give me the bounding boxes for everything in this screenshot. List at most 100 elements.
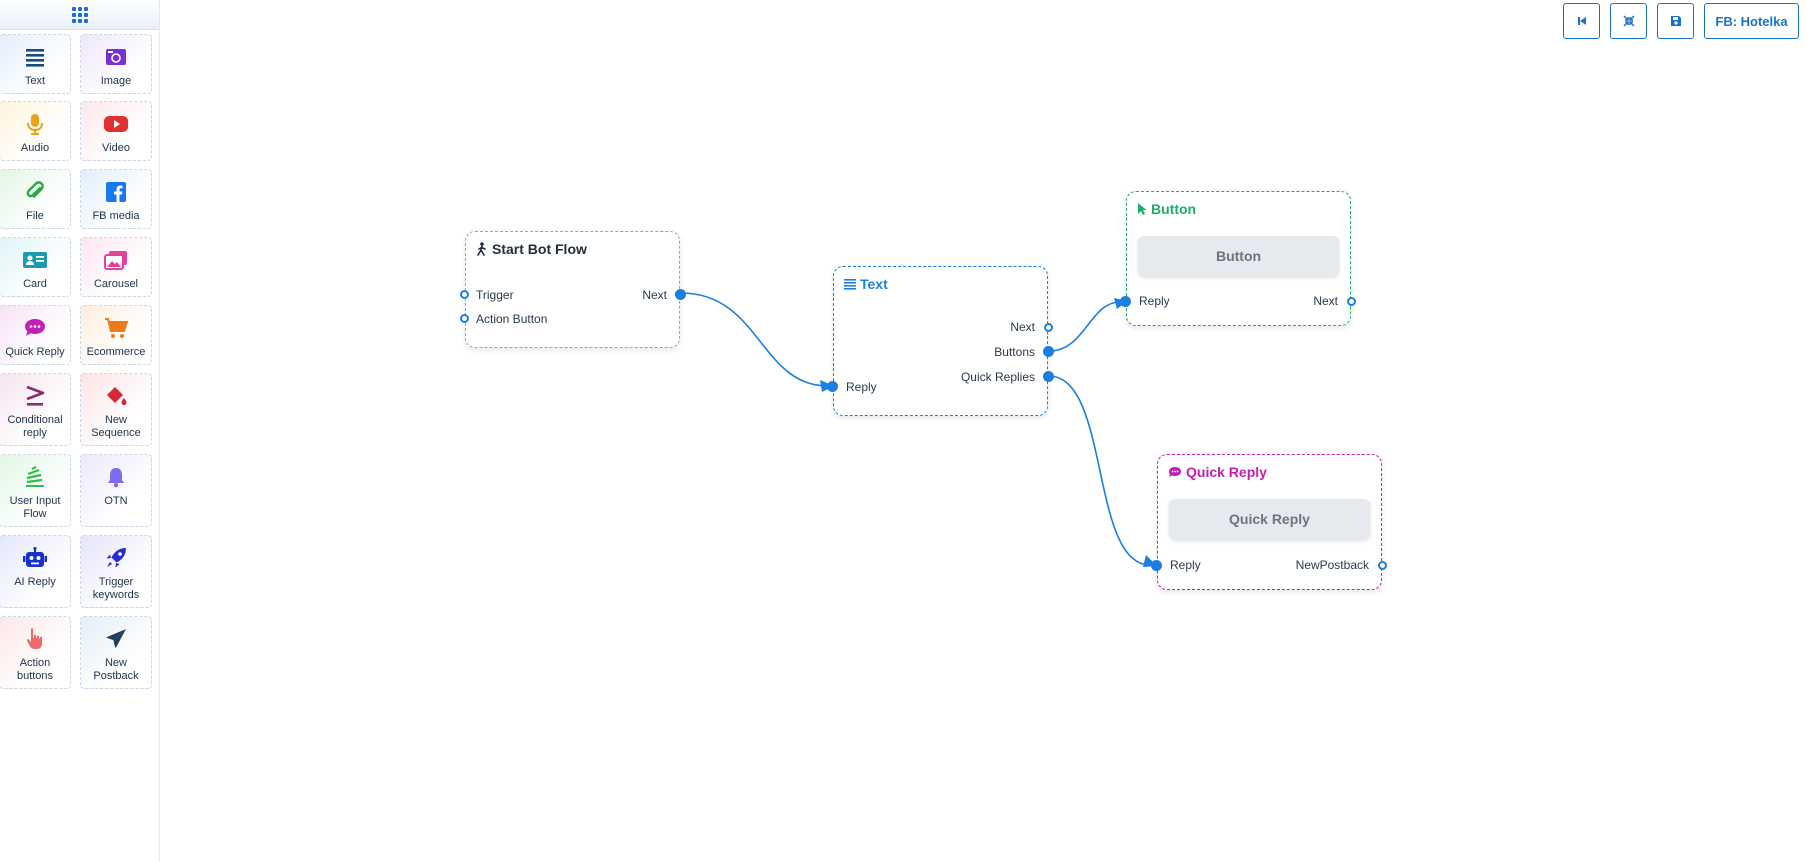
start-node-title-text: Start Bot Flow bbox=[492, 241, 587, 257]
sidebar-item-image[interactable]: Image bbox=[80, 34, 152, 94]
sidebar-item-audio[interactable]: Audio bbox=[0, 101, 71, 161]
action-button-port-label: Action Button bbox=[476, 312, 548, 326]
button-reply-input-port[interactable] bbox=[1120, 296, 1131, 307]
start-bot-flow-node[interactable]: Start Bot Flow Trigger Action Button Nex… bbox=[460, 231, 686, 348]
quick-reply-reply-input-port[interactable] bbox=[1151, 560, 1162, 571]
text-quick-replies-output-port[interactable] bbox=[1043, 371, 1054, 382]
button-reply-port-label: Reply bbox=[1139, 294, 1170, 308]
rocket-icon bbox=[105, 546, 127, 570]
trigger-input-port[interactable] bbox=[460, 290, 469, 299]
start-next-output-port[interactable] bbox=[675, 289, 686, 300]
sidebar-item-ecommerce[interactable]: Ecommerce bbox=[80, 305, 152, 365]
start-node-title: Start Bot Flow bbox=[476, 241, 587, 257]
sidebar-item-card[interactable]: Card bbox=[0, 237, 71, 297]
reset-button[interactable] bbox=[1563, 3, 1600, 39]
button-node[interactable]: Button Button Reply Next bbox=[1120, 191, 1356, 326]
sidebar-item-conditional-reply[interactable]: Conditional reply bbox=[0, 373, 71, 446]
connection-text-to-button[interactable] bbox=[1048, 301, 1121, 352]
id-card-icon bbox=[23, 248, 47, 272]
sidebar-item-label: Quick Reply bbox=[5, 346, 65, 358]
bell-icon bbox=[106, 465, 126, 489]
sidebar-item-otn[interactable]: OTN bbox=[80, 454, 152, 527]
facebook-icon bbox=[106, 180, 126, 204]
connection-start-to-text[interactable] bbox=[680, 292, 829, 387]
sidebar-item-label: Ecommerce bbox=[86, 346, 146, 358]
apps-grid-icon[interactable] bbox=[71, 6, 88, 23]
sidebar-item-user-input-flow[interactable]: User Input Flow bbox=[0, 454, 71, 527]
sidebar-item-carousel[interactable]: Carousel bbox=[80, 237, 152, 297]
sidebar-item-trigger-keywords[interactable]: Trigger keywords bbox=[80, 535, 152, 608]
start-next-port-label: Next bbox=[642, 288, 667, 302]
button-node-title: Button bbox=[1137, 201, 1196, 217]
text-reply-input-port[interactable] bbox=[827, 381, 838, 392]
button-preview[interactable]: Button bbox=[1138, 236, 1339, 276]
sidebar-item-file[interactable]: File bbox=[0, 169, 71, 229]
sidebar-item-label: Audio bbox=[20, 142, 50, 154]
quick-reply-reply-port-label: Reply bbox=[1170, 558, 1201, 572]
greater-equal-icon bbox=[25, 384, 45, 408]
sidebar-item-label: File bbox=[26, 210, 44, 222]
microphone-icon bbox=[27, 112, 43, 136]
walking-person-icon bbox=[477, 242, 486, 256]
sidebar-item-label: OTN bbox=[104, 495, 128, 507]
cursor-pointer-icon bbox=[1138, 203, 1147, 215]
skip-back-icon bbox=[1577, 17, 1586, 25]
sidebar-item-ai-reply[interactable]: AI Reply bbox=[0, 535, 71, 608]
quick-reply-newpostback-output-port[interactable] bbox=[1378, 561, 1387, 570]
sidebar-item-label: User Input Flow bbox=[9, 495, 61, 520]
quick-reply-node-title: Quick Reply bbox=[1168, 464, 1267, 480]
images-icon bbox=[104, 248, 128, 272]
chat-bubble-icon bbox=[24, 316, 46, 340]
sidebar-item-label: AI Reply bbox=[14, 576, 56, 588]
sidebar-item-new-postback[interactable]: New Postback bbox=[80, 616, 152, 689]
paperclip-icon bbox=[25, 180, 45, 204]
quick-reply-node-title-text: Quick Reply bbox=[1186, 464, 1267, 480]
quick-reply-newpostback-port-label: NewPostback bbox=[1295, 558, 1369, 572]
sidebar-item-label: Action buttons bbox=[16, 657, 54, 682]
text-buttons-port-label: Buttons bbox=[994, 345, 1035, 359]
sidebar-item-new-sequence[interactable]: New Sequence bbox=[80, 373, 152, 446]
sidebar-item-label: Conditional reply bbox=[7, 414, 63, 439]
sidebar-item-label: Card bbox=[23, 278, 47, 290]
compress-icon bbox=[1622, 15, 1635, 27]
quick-reply-node[interactable]: Quick Reply Quick Reply Reply NewPostbac… bbox=[1151, 454, 1387, 590]
sidebar-item-quick-reply[interactable]: Quick Reply bbox=[0, 305, 71, 365]
stack-icon bbox=[24, 465, 46, 489]
list-lines-icon bbox=[844, 279, 856, 290]
button-node-title-text: Button bbox=[1151, 201, 1197, 217]
text-node[interactable]: Text Next Buttons Quick Replies Reply bbox=[827, 266, 1054, 416]
account-button[interactable]: FB: Hotelka bbox=[1704, 3, 1799, 39]
trigger-port-label: Trigger bbox=[476, 288, 514, 302]
sidebar-item-label: Image bbox=[100, 75, 132, 87]
sidebar-item-fb-media[interactable]: FB media bbox=[80, 169, 152, 229]
quick-reply-preview[interactable]: Quick Reply bbox=[1169, 499, 1370, 539]
text-reply-port-label: Reply bbox=[846, 380, 877, 394]
compress-button[interactable] bbox=[1610, 3, 1647, 39]
sidebar-item-label: Carousel bbox=[93, 278, 139, 290]
paint-bucket-icon bbox=[104, 384, 128, 408]
sidebar-item-label: FB media bbox=[92, 210, 140, 222]
text-node-title: Text bbox=[844, 276, 888, 292]
robot-icon bbox=[22, 546, 48, 570]
sidebar-item-action-buttons[interactable]: Action buttons bbox=[0, 616, 71, 689]
text-quick-replies-port-label: Quick Replies bbox=[960, 370, 1035, 384]
sidebar-header[interactable] bbox=[0, 0, 159, 30]
account-label: FB: Hotelka bbox=[1715, 13, 1788, 29]
sidebar-item-video[interactable]: Video bbox=[80, 101, 152, 161]
sidebar-item-label: New Postback bbox=[93, 657, 139, 682]
paper-plane-icon bbox=[105, 627, 127, 651]
text-buttons-output-port[interactable] bbox=[1043, 346, 1054, 357]
button-next-port-label: Next bbox=[1313, 294, 1338, 308]
sidebar-item-label: New Sequence bbox=[91, 414, 141, 439]
sidebar-item-text[interactable]: Text bbox=[0, 34, 71, 94]
text-next-output-port[interactable] bbox=[1044, 323, 1053, 332]
save-button[interactable] bbox=[1657, 3, 1694, 39]
action-button-input-port[interactable] bbox=[460, 314, 469, 323]
connection-text-to-quick-reply[interactable] bbox=[1048, 375, 1151, 566]
chat-bubble-icon bbox=[1169, 467, 1181, 477]
button-next-output-port[interactable] bbox=[1347, 297, 1356, 306]
shopping-cart-icon bbox=[104, 316, 128, 340]
save-icon bbox=[1670, 16, 1681, 26]
